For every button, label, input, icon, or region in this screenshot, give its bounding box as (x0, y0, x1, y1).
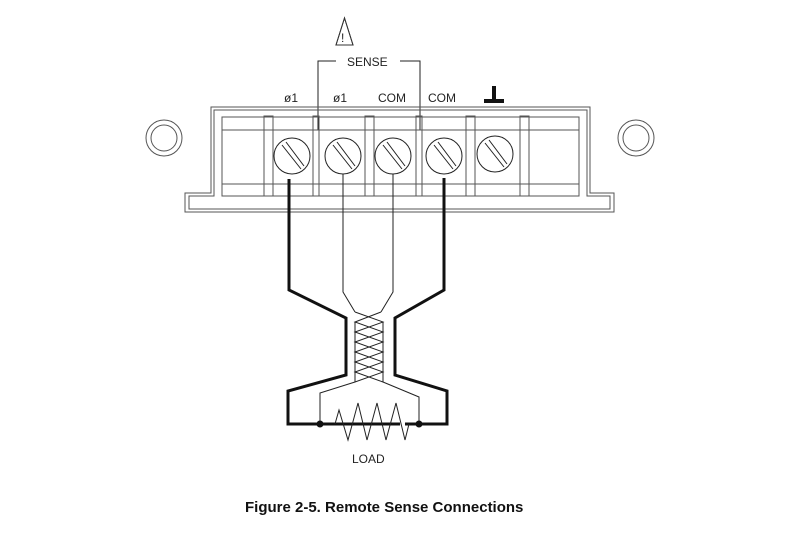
junction-dot-right (415, 420, 423, 428)
ground-icon (484, 86, 504, 103)
terminal-label-com-sense: COM (378, 91, 406, 105)
load-lead-positive (286, 179, 400, 426)
junction-dot-left (316, 420, 324, 428)
warning-symbol: ! (341, 31, 344, 45)
screw-phi1-output[interactable] (273, 137, 311, 175)
terminal-label-phi1-sense: ø1 (333, 91, 347, 105)
terminal-block (184, 106, 615, 213)
sense-label: SENSE (347, 55, 388, 69)
terminal-label-com-output: COM (428, 91, 456, 105)
load-lead-negative (393, 178, 449, 426)
load-label: LOAD (352, 452, 385, 466)
terminal-label-phi1-output: ø1 (284, 91, 298, 105)
screw-com-output[interactable] (425, 137, 463, 175)
figure-caption: Figure 2-5. Remote Sense Connections (245, 499, 523, 516)
screw-ground[interactable] (476, 135, 514, 173)
screw-com-sense[interactable] (374, 137, 412, 175)
warning-icon: ! (335, 16, 354, 46)
screw-phi1-sense[interactable] (324, 137, 362, 175)
mounting-hole-right (617, 119, 655, 157)
load-resistor (334, 402, 410, 442)
sense-lead-pair (319, 174, 420, 424)
mounting-hole-left (145, 119, 183, 157)
